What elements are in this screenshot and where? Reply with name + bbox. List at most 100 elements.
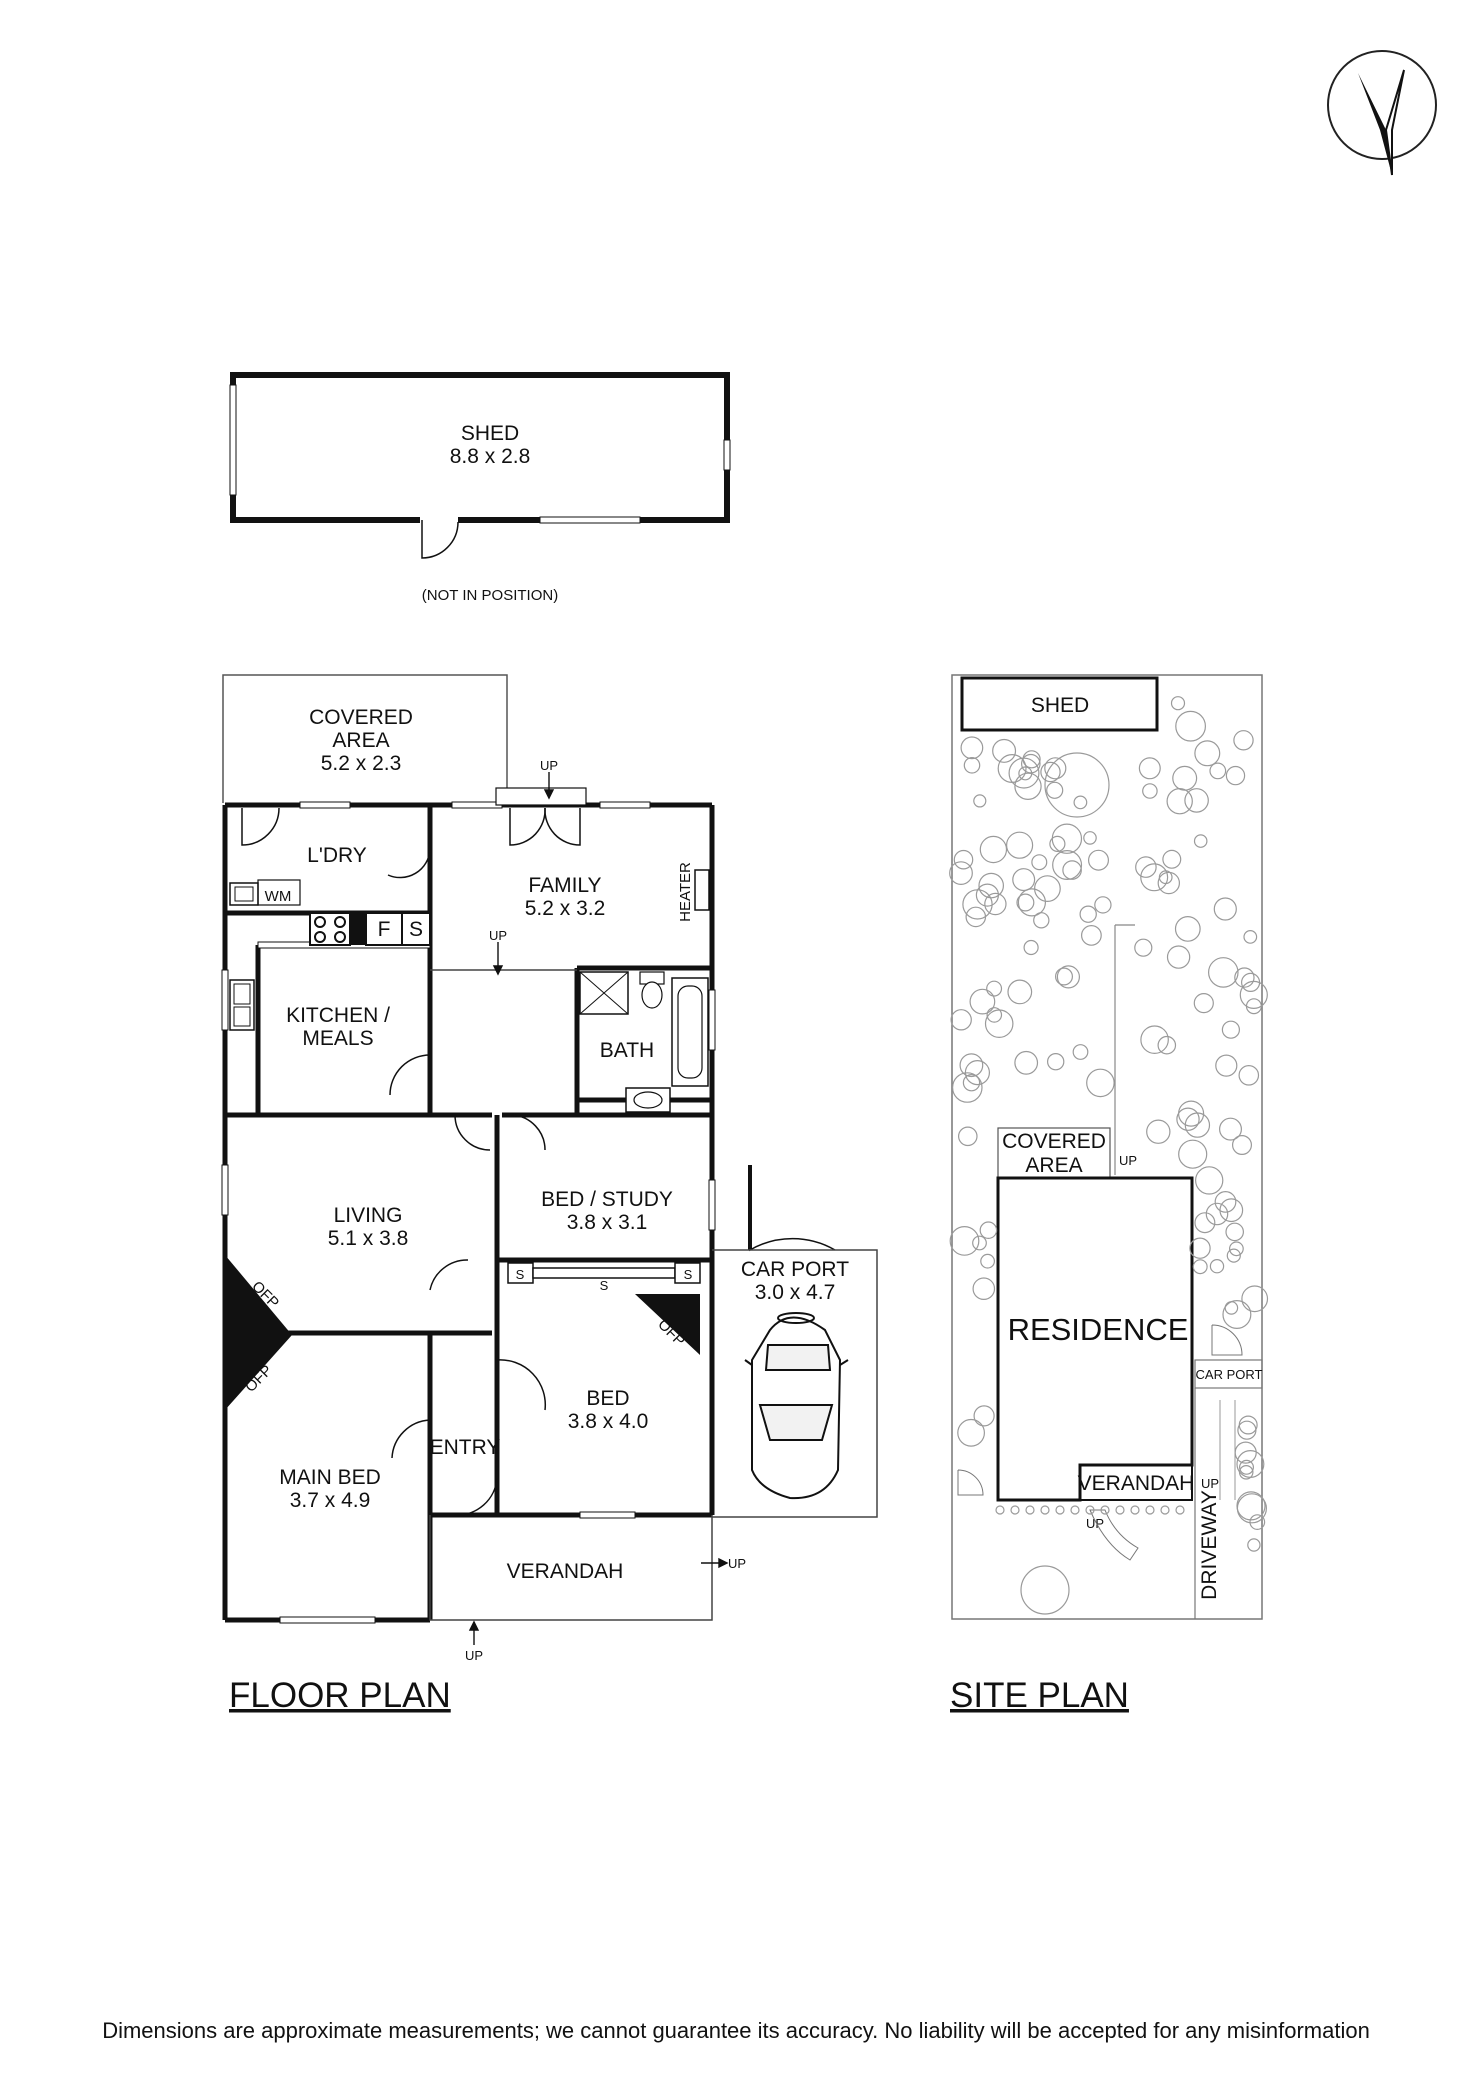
- tree-icon: [979, 835, 1008, 864]
- residence-label: RESIDENCE: [1008, 1312, 1189, 1347]
- up-label-verandah-bottom: UP: [465, 1648, 483, 1663]
- tree-icon: [1208, 957, 1239, 988]
- tree-icon: [1086, 1068, 1115, 1098]
- tree-icon: [1172, 765, 1198, 791]
- shrub-icon: [1055, 1505, 1065, 1515]
- living-size: 5.1 x 3.8: [328, 1227, 409, 1250]
- site-shed-label: SHED: [1031, 694, 1089, 717]
- main-bed-size: 3.7 x 4.9: [290, 1489, 371, 1512]
- site-covered-1: COVERED: [1002, 1130, 1106, 1153]
- tree-icon: [1176, 1107, 1200, 1131]
- tree-icon: [1175, 710, 1206, 742]
- tree-icon: [997, 753, 1027, 783]
- tree-icon: [980, 1253, 995, 1269]
- tree-icon: [972, 1235, 987, 1251]
- shrub-icon: [1145, 1505, 1155, 1515]
- tree-icon: [951, 1072, 983, 1103]
- tree-icon: [1234, 1441, 1257, 1464]
- tree-icon: [1240, 972, 1261, 993]
- tree-icon: [1012, 868, 1036, 892]
- tree-icon: [1140, 1025, 1169, 1054]
- tree-icon: [1005, 831, 1034, 859]
- disclaimer-text: Dimensions are approximate measurements;…: [102, 2018, 1370, 2043]
- tree-icon: [1134, 938, 1153, 957]
- tree-icon: [1193, 992, 1214, 1014]
- covered-area-label-2: AREA: [332, 729, 389, 752]
- car-port-name: CAR PORT: [741, 1258, 849, 1281]
- tree-icon: [1219, 1198, 1244, 1223]
- heater-label: HEATER: [677, 862, 694, 922]
- tree-icon: [1052, 849, 1083, 880]
- car-icon: [744, 1312, 849, 1500]
- site-car-port-label: CAR PORT: [1196, 1367, 1263, 1382]
- tree-icon: [1194, 740, 1221, 767]
- shrub-icon: [1040, 1505, 1050, 1515]
- site-covered-2: AREA: [1025, 1154, 1082, 1177]
- tree-icon: [1194, 1212, 1216, 1234]
- tree-icon: [1234, 967, 1255, 988]
- tree-icon: [1162, 849, 1182, 869]
- large-tree-icon: [1020, 1565, 1070, 1615]
- bed-study-name: BED / STUDY: [541, 1188, 673, 1211]
- tree-icon: [1017, 888, 1047, 917]
- shrub-icon: [995, 1505, 1005, 1515]
- site-plan-title: SITE PLAN: [950, 1676, 1129, 1715]
- kitchen-name-2: MEALS: [302, 1027, 373, 1050]
- site-plan: SHED COVERED AREA UP RESIDENCE VERANDAH …: [949, 674, 1269, 1715]
- tree-icon: [950, 1009, 972, 1031]
- tree-icon: [960, 736, 984, 760]
- robe-s-right: S: [684, 1267, 693, 1282]
- bed-name: BED: [586, 1387, 629, 1410]
- tree-icon: [962, 889, 993, 920]
- tree-icon: [1221, 1020, 1241, 1039]
- tree-icon: [1007, 979, 1033, 1005]
- car-port-size: 3.0 x 4.7: [755, 1281, 836, 1304]
- tree-icon: [963, 756, 981, 774]
- tree-icon: [965, 906, 987, 928]
- tree-icon: [979, 1221, 998, 1239]
- shrub-icon: [1160, 1505, 1170, 1515]
- tree-icon: [1238, 1459, 1254, 1475]
- tree-icon: [949, 1225, 980, 1256]
- tree-icon: [1073, 795, 1088, 810]
- tree-icon: [1140, 863, 1169, 892]
- bathtub-icon: [671, 977, 709, 1087]
- up-label-family: UP: [540, 758, 558, 773]
- tree-icon: [1135, 856, 1157, 878]
- shrub-icon: [1085, 1505, 1095, 1515]
- tree-icon: [1192, 1259, 1208, 1275]
- tree-icon: [969, 988, 996, 1015]
- tree-icon: [1233, 730, 1254, 751]
- tree-icon: [1213, 897, 1237, 921]
- tree-icon: [986, 980, 1003, 997]
- tree-icon: [1225, 765, 1246, 786]
- tree-icon: [1166, 945, 1191, 969]
- tree-icon: [1157, 1035, 1177, 1055]
- tree-icon: [1194, 1166, 1224, 1195]
- floor-plan-title: FLOOR PLAN: [229, 1676, 451, 1715]
- wm-label: WM: [265, 888, 292, 905]
- tree-icon: [1178, 1139, 1208, 1169]
- tree-icon: [1016, 893, 1035, 912]
- tree-icon: [1184, 788, 1209, 813]
- storage-label: S: [409, 918, 423, 941]
- tree-icon: [973, 794, 987, 808]
- laundry-name: L'DRY: [307, 844, 367, 867]
- tree-icon: [1033, 875, 1061, 902]
- entry-name: ENTRY: [430, 1436, 501, 1459]
- up-arrows: [468, 772, 729, 1645]
- tree-icon: [1243, 930, 1258, 944]
- bed-study-size: 3.8 x 3.1: [567, 1211, 648, 1234]
- shed-note: (NOT IN POSITION): [422, 587, 558, 604]
- tree-icon: [1209, 762, 1227, 780]
- tree-icon: [1031, 854, 1048, 871]
- trees: [949, 696, 1269, 1615]
- tree-icon: [1193, 834, 1208, 848]
- tree-icon: [1094, 896, 1112, 914]
- tree-icon: [1236, 1491, 1266, 1521]
- tree-icon: [1231, 1134, 1252, 1155]
- shrub-icon: [1130, 1505, 1140, 1515]
- tree-icon: [1214, 1190, 1237, 1213]
- toilet-icon: [639, 971, 665, 1009]
